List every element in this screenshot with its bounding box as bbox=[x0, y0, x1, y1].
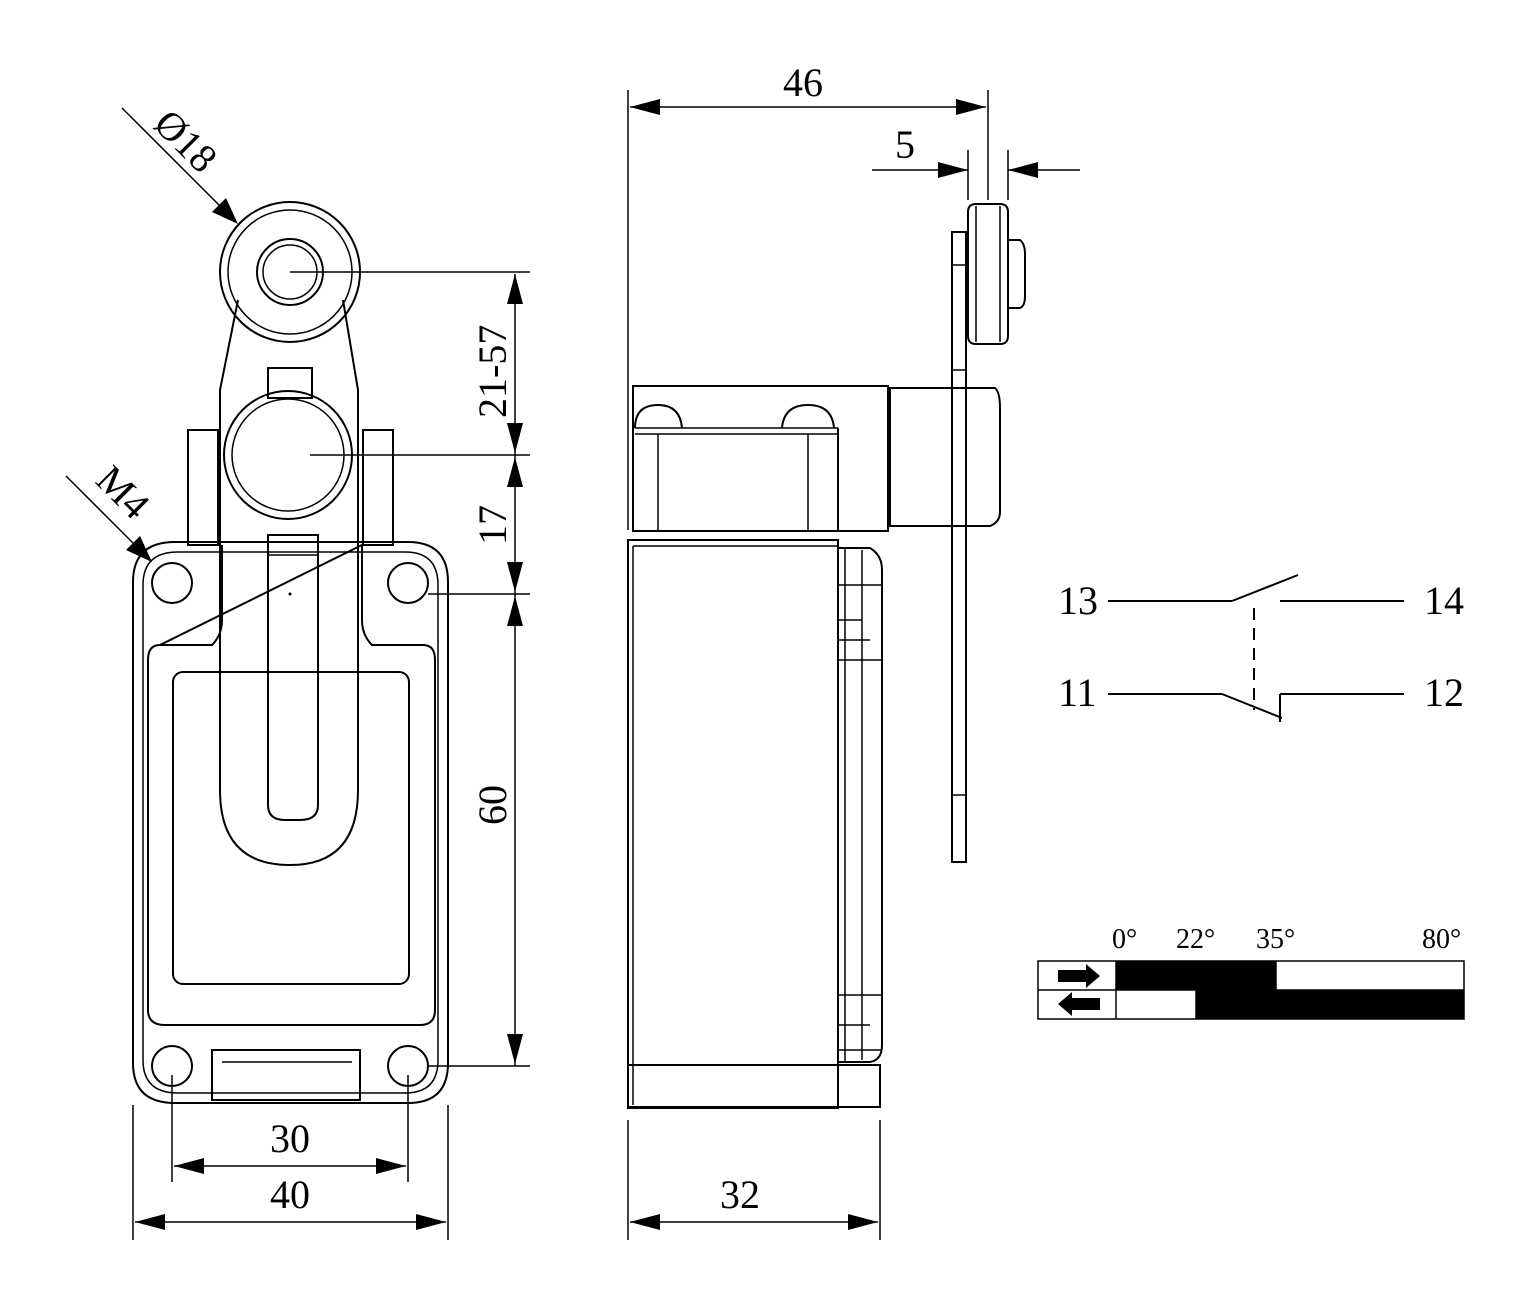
side-body bbox=[627, 539, 839, 1109]
roller-diameter-label: Ø18 bbox=[146, 101, 227, 182]
body-height-label: 60 bbox=[470, 785, 515, 825]
pivot-screw bbox=[267, 367, 313, 399]
body-depth-label: 32 bbox=[720, 1172, 760, 1217]
contact-schematic: 13 14 11 12 bbox=[1058, 574, 1464, 722]
nc-contact-blade bbox=[1221, 693, 1283, 719]
side-dimensions: 46 5 32 bbox=[627, 60, 1080, 1240]
angle-0: 0° bbox=[1112, 924, 1137, 955]
shaft-block bbox=[889, 387, 1001, 527]
no-contact-blade bbox=[1231, 574, 1299, 602]
body-outline bbox=[132, 541, 449, 1104]
roller-side bbox=[967, 203, 1009, 345]
angle-35: 35° bbox=[1256, 924, 1295, 955]
terminal-11: 11 bbox=[1058, 670, 1097, 715]
body-width-label: 40 bbox=[270, 1172, 310, 1217]
mount-hole-top-left bbox=[151, 562, 193, 604]
cover-panel bbox=[172, 671, 410, 985]
front-view bbox=[132, 201, 449, 1104]
arrow-right-icon bbox=[1058, 964, 1100, 988]
axis-offset-label: 17 bbox=[470, 505, 515, 545]
lever-arm bbox=[219, 299, 359, 867]
body-edge bbox=[142, 551, 439, 1094]
front-dimensions: Ø18 M4 21-57 17 60 30 40 bbox=[65, 101, 530, 1240]
base-flange bbox=[627, 1064, 881, 1108]
hole-spacing-label: 30 bbox=[270, 1116, 310, 1161]
lever-plate bbox=[951, 231, 967, 863]
arm-length-label: 21-57 bbox=[470, 325, 515, 418]
return-closed-band bbox=[1196, 990, 1464, 1019]
post-right bbox=[362, 429, 394, 546]
terminal-12: 12 bbox=[1424, 670, 1464, 715]
travel-diagram: 0° 22° 35° 80° bbox=[1037, 924, 1465, 1020]
post-left bbox=[187, 429, 219, 546]
terminal-14: 14 bbox=[1424, 578, 1464, 623]
terminal-13: 13 bbox=[1058, 578, 1098, 623]
overall-depth-label: 46 bbox=[783, 60, 823, 105]
thread-label: M4 bbox=[88, 457, 159, 528]
lever-slot bbox=[267, 534, 319, 821]
forward-closed-band bbox=[1116, 961, 1276, 990]
roller-width-label: 5 bbox=[895, 122, 915, 167]
mount-hole-top-right bbox=[387, 562, 429, 604]
angle-80: 80° bbox=[1422, 924, 1461, 955]
bottom-slot bbox=[211, 1049, 361, 1101]
head-block bbox=[632, 385, 889, 532]
side-cover bbox=[838, 547, 883, 1063]
inner-frame bbox=[147, 543, 436, 1026]
side-view bbox=[627, 203, 1026, 1109]
angle-22: 22° bbox=[1176, 924, 1215, 955]
arrow-left-icon bbox=[1058, 992, 1100, 1016]
